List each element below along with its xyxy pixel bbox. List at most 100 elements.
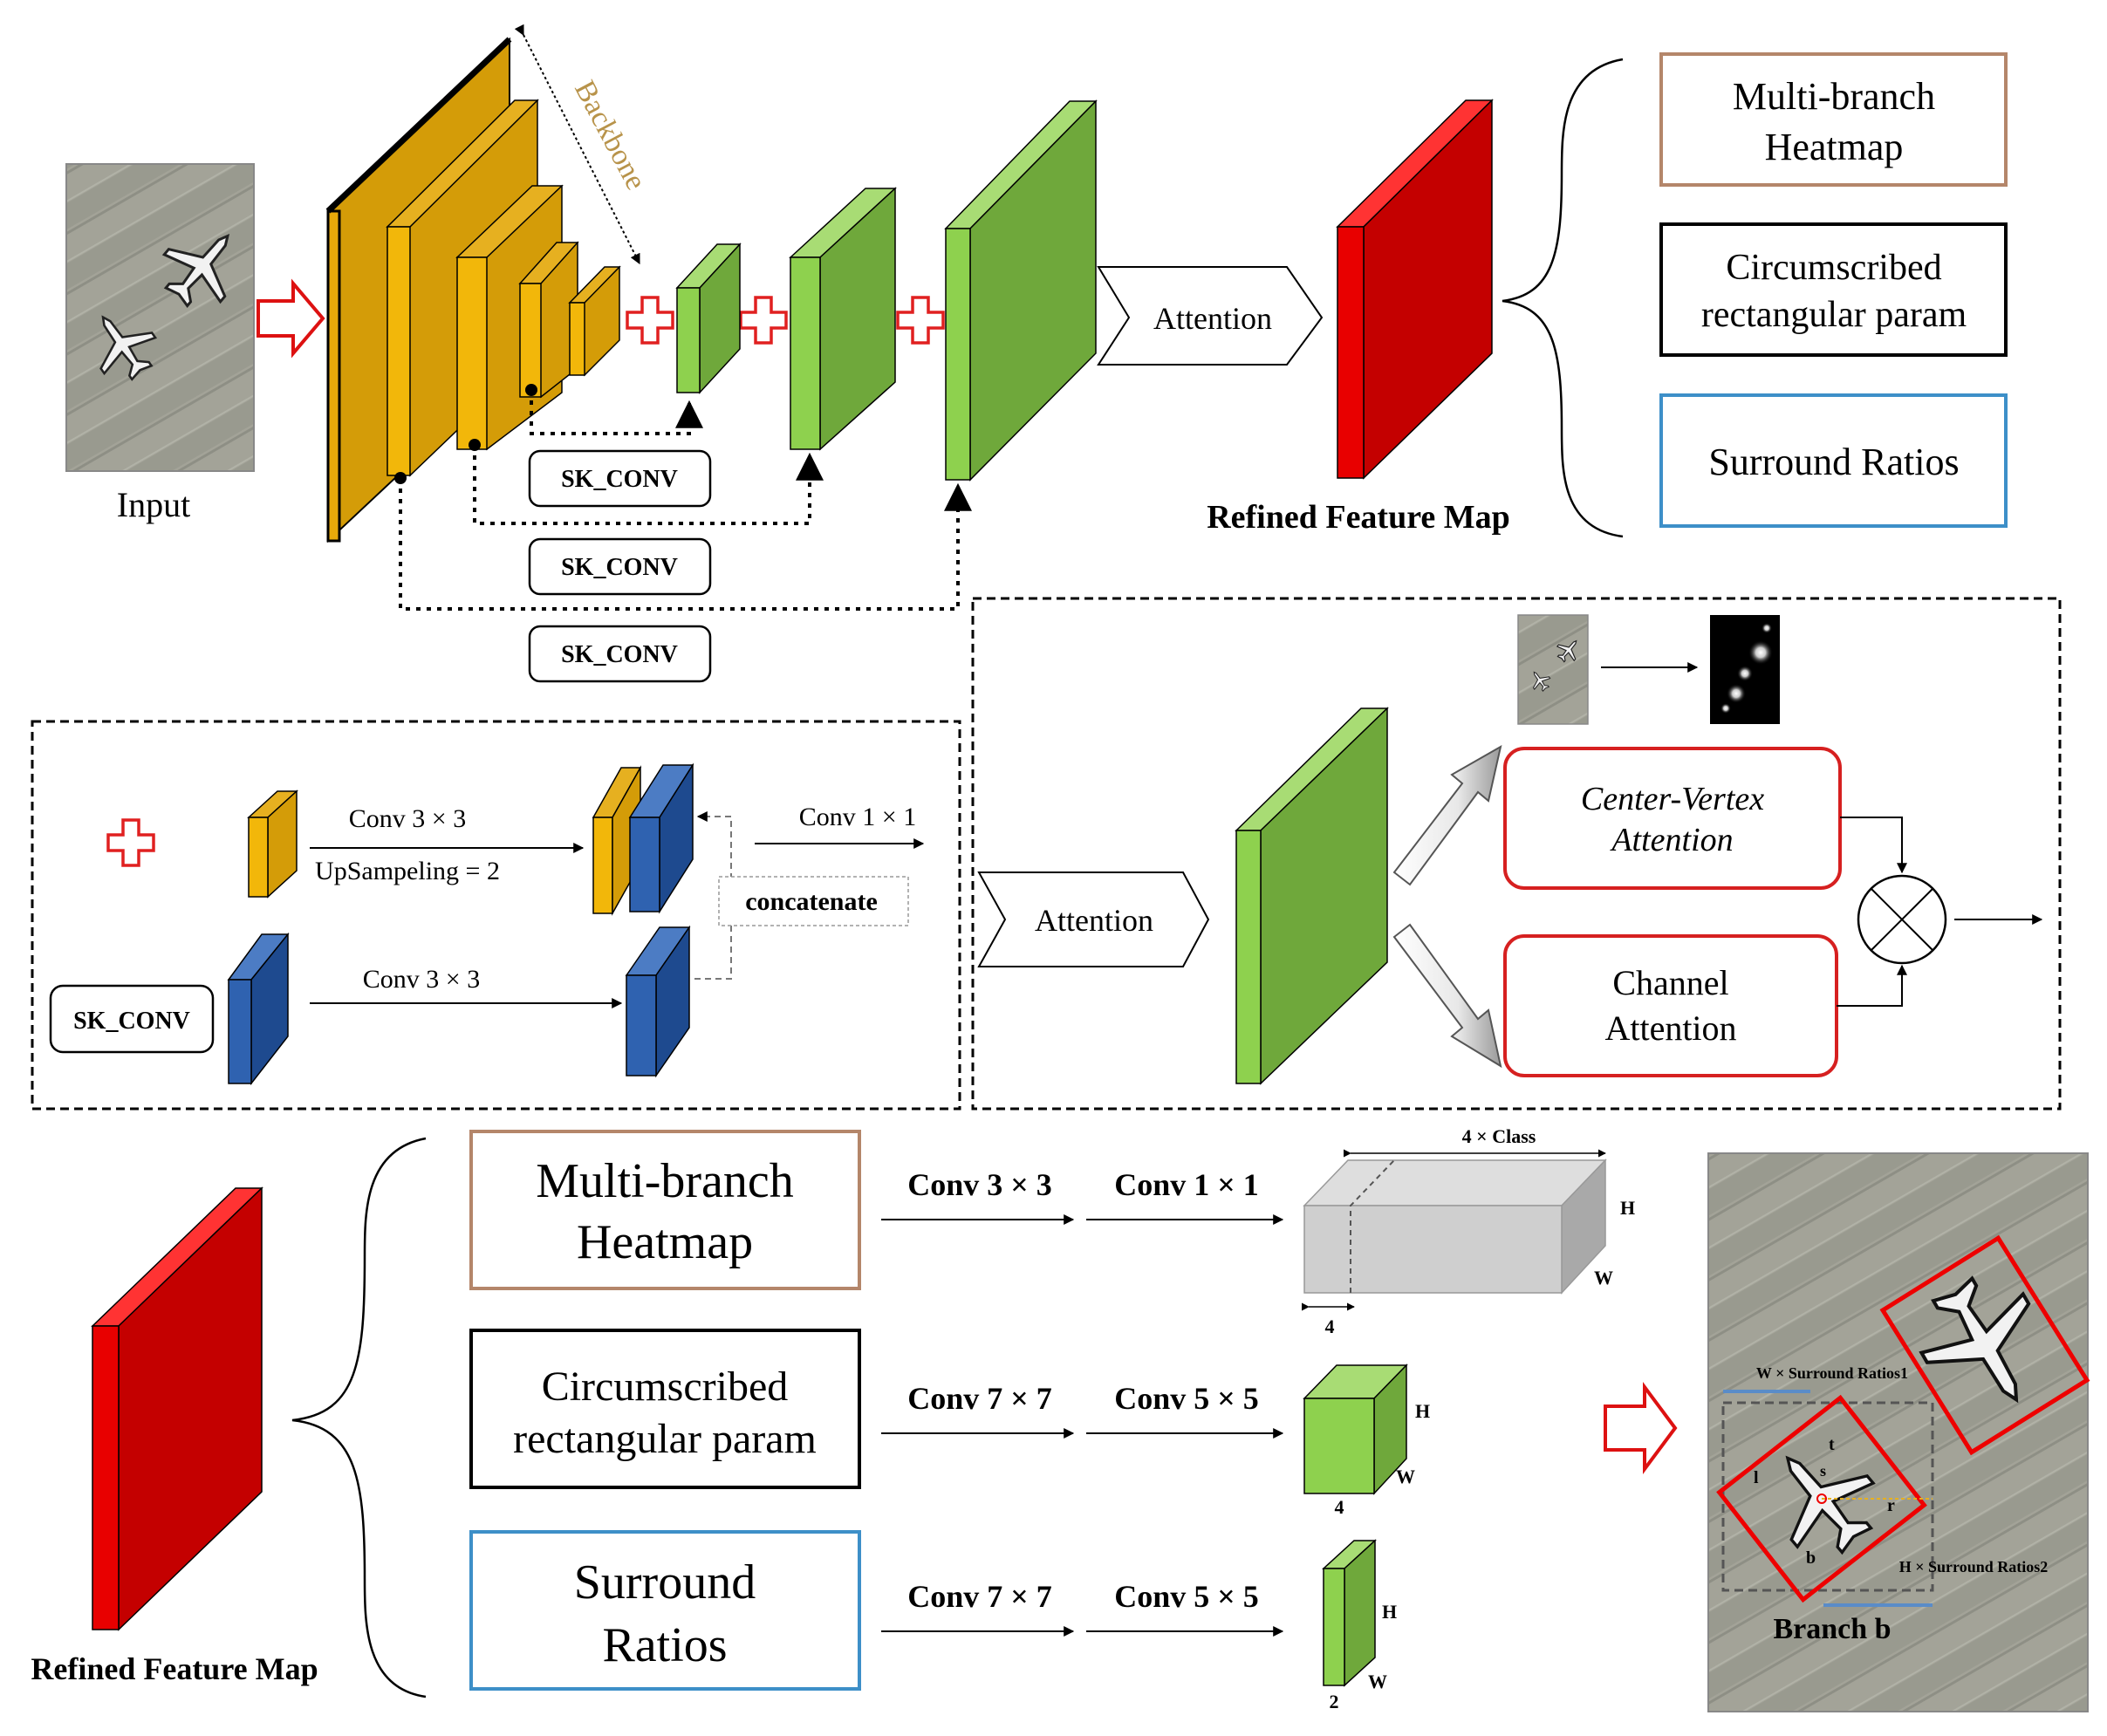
center-vertex-attention-box: Center-Vertex Attention — [1503, 747, 1842, 890]
head2-depth: 4 — [1335, 1496, 1344, 1518]
svg-text:Heatmap: Heatmap — [1765, 126, 1904, 168]
concat-block — [592, 762, 694, 916]
concatenate-box — [718, 876, 909, 926]
svg-text:Attention: Attention — [1153, 301, 1272, 336]
airplane-icon — [161, 233, 230, 308]
decoder-block-2 — [789, 187, 897, 451]
svg-text:rectangular param: rectangular param — [513, 1416, 817, 1462]
head1-conv-b: Conv 1 × 1 — [1114, 1167, 1259, 1202]
decoder-block-1 — [675, 243, 742, 394]
blue-block-right — [625, 925, 691, 1078]
plus-icon — [626, 296, 674, 345]
svg-text:SK_CONV: SK_CONV — [73, 1008, 190, 1035]
head1-w: W — [1594, 1267, 1613, 1288]
head3-h: H — [1382, 1601, 1397, 1623]
svg-text:Attention: Attention — [1035, 903, 1153, 938]
head1-conv-a: Conv 3 × 3 — [907, 1167, 1052, 1202]
upsample-panel — [31, 720, 961, 1111]
head1-width-label: 4 × Class — [1462, 1125, 1536, 1147]
surround-output-tensor — [1322, 1539, 1377, 1687]
svg-text:Attention: Attention — [1604, 1008, 1736, 1048]
svg-text:Surround: Surround — [574, 1555, 756, 1610]
svg-text:Channel: Channel — [1612, 963, 1728, 1002]
backbone-label: Backbone — [568, 75, 652, 195]
head3-conv-b: Conv 5 × 5 — [1114, 1579, 1259, 1614]
backbone-span-arrow — [514, 24, 640, 265]
upsampling-label: UpSampeling = 2 — [315, 857, 500, 885]
skip-connections — [399, 390, 972, 611]
svg-text:Ratios: Ratios — [602, 1618, 727, 1672]
svg-text:Heatmap: Heatmap — [577, 1215, 753, 1269]
small-yellow-block — [247, 789, 298, 899]
head3-depth: 2 — [1330, 1691, 1339, 1712]
conv1-label: Conv 1 × 1 — [799, 803, 916, 831]
svg-text:SK_CONV: SK_CONV — [561, 466, 678, 493]
svg-text:rectangular param: rectangular param — [1701, 295, 1967, 335]
head3-w: W — [1368, 1671, 1387, 1692]
head2-conv-b: Conv 5 × 5 — [1114, 1381, 1259, 1416]
attention-panel — [971, 597, 2062, 1111]
head1-h: H — [1620, 1197, 1635, 1219]
heatmap-output-tensor — [1303, 1158, 1607, 1295]
backbone-block-5 — [568, 265, 621, 377]
output-heatmap-bottom: Multi-branch Heatmap — [469, 1130, 861, 1290]
decoder-block-3 — [944, 99, 1098, 482]
result-arrow-icon — [1604, 1381, 1678, 1475]
sk-conv-box: SK_CONV — [528, 625, 712, 683]
thumbnail-input — [1517, 614, 1589, 725]
head2-conv-a: Conv 7 × 7 — [907, 1381, 1052, 1416]
output-rect-param-top: Circumscribed rectangular param — [1659, 222, 2008, 357]
conv3-label-a: Conv 3 × 3 — [349, 804, 466, 833]
brace-top — [1502, 58, 1624, 538]
output-heatmap-top: Multi-branch Heatmap — [1659, 52, 2008, 187]
svg-text:Circumscribed: Circumscribed — [542, 1364, 789, 1410]
refined-feature-map-bottom — [91, 1186, 263, 1631]
concatenate-label: concatenate — [745, 887, 878, 916]
head2-h: H — [1415, 1400, 1430, 1422]
h-surround-label: H × Surround Ratios2 — [1899, 1558, 2048, 1575]
sk-conv-box: SK_CONV — [528, 537, 712, 596]
plus-icon — [739, 296, 788, 345]
input-label: Input — [117, 485, 190, 524]
svg-text:Multi-branch: Multi-branch — [536, 1154, 793, 1208]
refined-feature-map-label: Refined Feature Map — [1207, 499, 1510, 536]
channel-attention-box: Channel Attention — [1503, 934, 1838, 1077]
label-l: l — [1754, 1468, 1759, 1487]
refined-feature-map-top — [1336, 99, 1494, 480]
sk-conv-box: SK_CONV — [528, 449, 712, 508]
airplane-icon — [1785, 1455, 1876, 1555]
plus-icon — [106, 818, 155, 867]
svg-text:Attention: Attention — [1609, 822, 1733, 858]
branch-arrow-down — [1392, 923, 1502, 1069]
svg-text:Multi-branch: Multi-branch — [1733, 75, 1935, 118]
svg-text:Center-Vertex: Center-Vertex — [1581, 781, 1764, 817]
svg-text:Circumscribed: Circumscribed — [1726, 248, 1941, 288]
airplane-icon — [1919, 1275, 2031, 1404]
plus-icon — [896, 296, 945, 345]
label-r: r — [1887, 1496, 1895, 1515]
svg-text:SK_CONV: SK_CONV — [561, 641, 678, 668]
w-surround-label: W × Surround Ratios1 — [1756, 1364, 1908, 1382]
blue-block-left — [227, 932, 290, 1086]
refined-feature-map-label-bottom: Refined Feature Map — [31, 1651, 318, 1686]
conv3-label-b: Conv 3 × 3 — [363, 965, 480, 994]
attention-block-top: Attention — [1097, 266, 1324, 366]
output-rect-param-bottom: Circumscribed rectangular param — [469, 1329, 861, 1489]
multiply-icon — [1857, 874, 1947, 965]
head3-conv-a: Conv 7 × 7 — [907, 1579, 1052, 1614]
output-surround-top: Surround Ratios — [1659, 393, 2008, 528]
rect-param-output-tensor — [1303, 1364, 1408, 1495]
attention-block-middle: Attention — [977, 871, 1210, 967]
label-b: b — [1806, 1548, 1816, 1568]
svg-text:Surround Ratios: Surround Ratios — [1708, 441, 1959, 483]
output-surround-bottom: Surround Ratios — [469, 1530, 861, 1691]
thumbnail-heatmap — [1710, 615, 1780, 724]
label-t: t — [1829, 1435, 1835, 1454]
brace-bottom — [291, 1137, 427, 1698]
head1-depth: 4 — [1325, 1316, 1335, 1337]
label-s: s — [1820, 1462, 1826, 1480]
input-arrow-icon — [257, 278, 325, 359]
attention-feature-map — [1235, 707, 1389, 1085]
